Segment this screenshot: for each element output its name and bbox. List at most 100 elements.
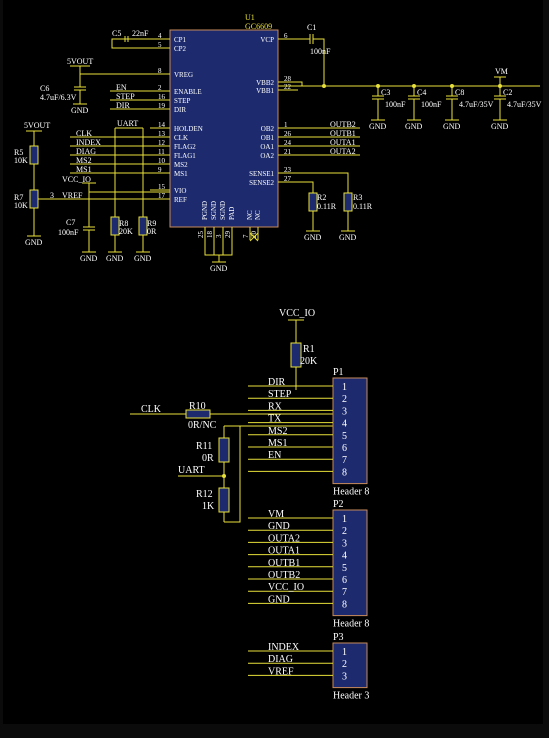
r7-ref: R7	[14, 193, 23, 202]
p2-net-4: OUTB1	[268, 558, 300, 569]
u1-right-pin-2-num: 22	[284, 83, 292, 91]
u1-left-pin-3-name: ENABLE	[174, 88, 202, 96]
p2-pin-7-num: 8	[342, 599, 347, 610]
r1-value: 20K	[300, 356, 318, 367]
u1-right-pin-1-num: 28	[284, 75, 292, 83]
p1-pin-4-num: 5	[342, 431, 347, 442]
u1-bottom-pin-3-name: PAD	[228, 207, 236, 220]
p1-pin-2-num: 3	[342, 406, 347, 417]
u1-left-pin-6-name: HOLDEN	[174, 125, 203, 133]
u1-left-pin-2-name: VREG	[174, 71, 193, 79]
vref-label-u1: VREF	[62, 191, 83, 200]
p1-pin-5-num: 6	[342, 443, 347, 454]
u1-right-pin-0-name: VCP	[260, 36, 274, 44]
u1-right-pin-8-num: 27	[284, 175, 292, 183]
r11-value: 0R	[202, 453, 214, 464]
u1-left-pin-7-num: 13	[158, 130, 166, 138]
u1-right-pin-7-num: 23	[284, 166, 292, 174]
r12-ref: R12	[196, 489, 213, 500]
u1-left-pin-8-name: FLAG2	[174, 143, 196, 151]
gnd-label-10: GND	[443, 122, 461, 131]
p2-body	[332, 509, 368, 617]
u1-left-pin-12-name: VIO	[174, 187, 186, 195]
clk-uart-network: CLK R10 0R/NC R11 0R UART R12 1K	[130, 401, 334, 523]
u1-left-pin-7-name: CLK	[174, 134, 188, 142]
u1-right-pin-1-name: VBB2	[256, 79, 274, 87]
gnd-label-0: GND	[71, 106, 89, 115]
c7-value: 100nF	[58, 228, 79, 237]
c2-ref: C2	[503, 88, 512, 97]
gnd-label-3: GND	[106, 254, 124, 263]
5vout-label-left: 5VOUT	[24, 121, 50, 130]
uart-label-header: UART	[178, 465, 205, 476]
vccio-label-header: VCC_IO	[279, 308, 315, 319]
net-outb1-label: OUTB1	[330, 129, 356, 138]
u1-part: GC6609	[245, 22, 272, 31]
net-outa1-label: OUTA1	[330, 138, 356, 147]
r12-value: 1K	[202, 501, 215, 512]
net-dir-label: DIR	[116, 101, 130, 110]
c4-ref: C4	[417, 88, 426, 97]
u1-left-pin-10-name: MS2	[174, 161, 188, 169]
c8-value: 4.7uF/35V	[459, 100, 494, 109]
u1-bottom-pin-4-num: 7	[242, 234, 250, 238]
p3-net-0: INDEX	[268, 642, 300, 653]
p1-net-0: DIR	[268, 377, 286, 388]
net-diag-label: DIAG	[76, 147, 96, 156]
u1-left-pin-0-name: CP1	[174, 36, 187, 44]
u1-bottom-pin-2-name: SGND	[219, 201, 227, 220]
vio-network: VCC_IO C7 100nF R8 20K R9 0R UART	[58, 119, 170, 252]
u1-ref: U1	[245, 13, 255, 22]
u1-right-pin-4-name: OB1	[261, 134, 275, 142]
c4-value: 100nF	[421, 100, 442, 109]
p1-net-5: MS1	[268, 438, 287, 449]
r1-ref: R1	[303, 344, 315, 355]
u1-left-pin-11-num: 9	[158, 166, 162, 174]
c5-ref: C5	[112, 29, 121, 38]
u1-right-pin-6-name: OA2	[260, 152, 274, 160]
p2-pin-3-num: 4	[342, 551, 347, 562]
r7-value: 10K	[14, 201, 28, 210]
u1-bottom-pin-0-num: 25	[197, 231, 205, 239]
p1-net-1: STEP	[268, 389, 292, 400]
p2-ref: P2	[333, 499, 344, 510]
r10-ref: R10	[189, 401, 206, 412]
u1-left-pin-10-num: 10	[158, 157, 166, 165]
c3-ref: C3	[381, 88, 390, 97]
gnd-label-4: GND	[134, 254, 152, 263]
p1-net-2: RX	[268, 401, 283, 412]
p1-pin-6-num: 7	[342, 455, 347, 466]
u1-left-pin-3-num: 2	[158, 84, 162, 92]
p1-net-4: MS2	[268, 426, 287, 437]
p1-pin-3-num: 4	[342, 419, 347, 430]
c1-capacitor: C1 100nF	[278, 23, 331, 86]
net-step-label: STEP	[116, 92, 135, 101]
p2-pin-2-num: 3	[342, 538, 347, 549]
u1-right-pin-5-num: 24	[284, 139, 292, 147]
u1-left-pin-13-name: REF	[174, 196, 187, 204]
p2-title: Header 8	[333, 619, 369, 630]
c8-ref: C8	[455, 88, 464, 97]
p2-pin-1-num: 2	[342, 526, 347, 537]
p2-net-3: OUTA1	[268, 546, 300, 557]
u1-left-pin-5-num: 19	[158, 102, 166, 110]
u1-left-pin-2-num: 8	[158, 67, 162, 75]
net-ms1-label: MS1	[76, 165, 92, 174]
vm-power-label: VM	[495, 67, 508, 76]
u1-right-pin-2-name: VBB1	[256, 87, 274, 95]
p2-net-7: GND	[268, 594, 290, 605]
u1-left-pin-1-num: 5	[158, 41, 162, 49]
r11-ref: R11	[196, 441, 212, 452]
c6-capacitor: 5VOUT C6 4.7uF/6.3V	[40, 57, 170, 104]
vccio-pullup: VCC_IO R1 20K	[279, 308, 318, 390]
c6-value: 4.7uF/6.3V	[40, 93, 77, 102]
u1-bottom-pin-4-name: NC	[246, 210, 254, 220]
r3-ref: R3	[353, 193, 362, 202]
u1-left-pin-6-num: 14	[158, 121, 166, 129]
r7-wiper-pin: 3	[50, 191, 54, 200]
c6-ref: C6	[40, 84, 49, 93]
p1-pin-0-num: 1	[342, 382, 347, 393]
u1-bottom-pin-1-name: SGND	[210, 201, 218, 220]
